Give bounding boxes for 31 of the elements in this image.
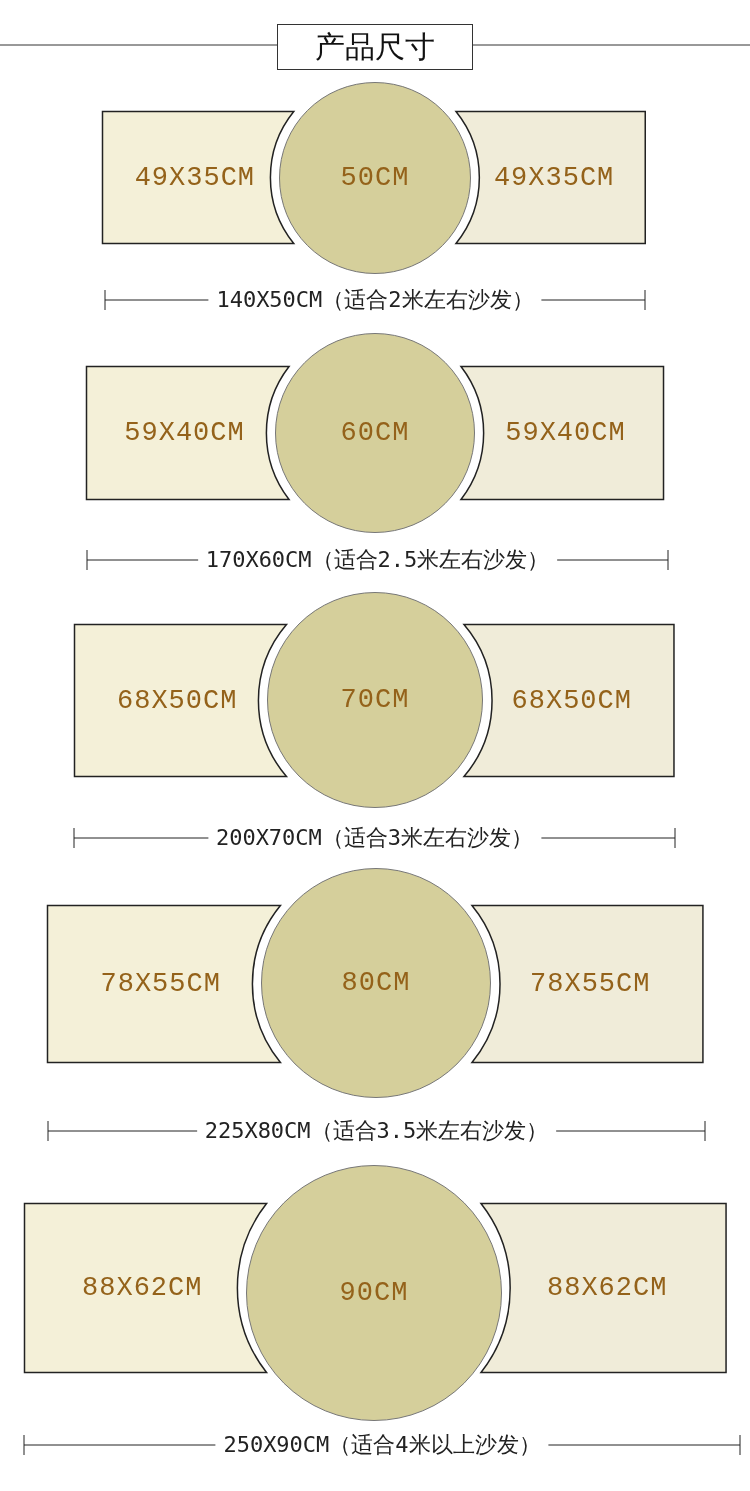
round-rug <box>261 868 491 1098</box>
size-label: 68X50CM <box>117 685 238 716</box>
size-label: 88X62CM <box>82 1273 203 1303</box>
size-label: 59X40CM <box>505 418 626 448</box>
left-rug <box>47 905 281 1063</box>
left-rug <box>86 366 289 500</box>
size-label: 68X50CM <box>511 685 632 716</box>
right-rug <box>456 111 646 244</box>
size-label: 70CM <box>340 685 410 715</box>
round-rug <box>246 1165 502 1421</box>
round-rug <box>275 333 475 533</box>
size-label: 78X55CM <box>100 969 221 999</box>
left-rug <box>102 111 294 244</box>
title: 产品尺寸 <box>277 24 473 70</box>
size-label: 49X35CM <box>493 162 615 193</box>
left-rug <box>74 624 287 777</box>
size-label: 60CM <box>340 418 410 448</box>
round-rug <box>279 82 471 274</box>
size-label: 59X40CM <box>124 418 245 448</box>
right-rug <box>463 624 674 777</box>
size-label: 50CM <box>340 163 410 193</box>
size-label: 90CM <box>339 1278 409 1308</box>
left-rug <box>24 1203 267 1373</box>
size-label: 78X55CM <box>530 969 651 999</box>
size-label: 88X62CM <box>547 1273 668 1303</box>
right-rug <box>471 905 703 1063</box>
right-rug <box>481 1203 727 1373</box>
round-rug <box>267 592 483 808</box>
size-label: 80CM <box>341 968 411 998</box>
right-rug <box>460 366 664 500</box>
size-label: 49X35CM <box>134 162 256 193</box>
